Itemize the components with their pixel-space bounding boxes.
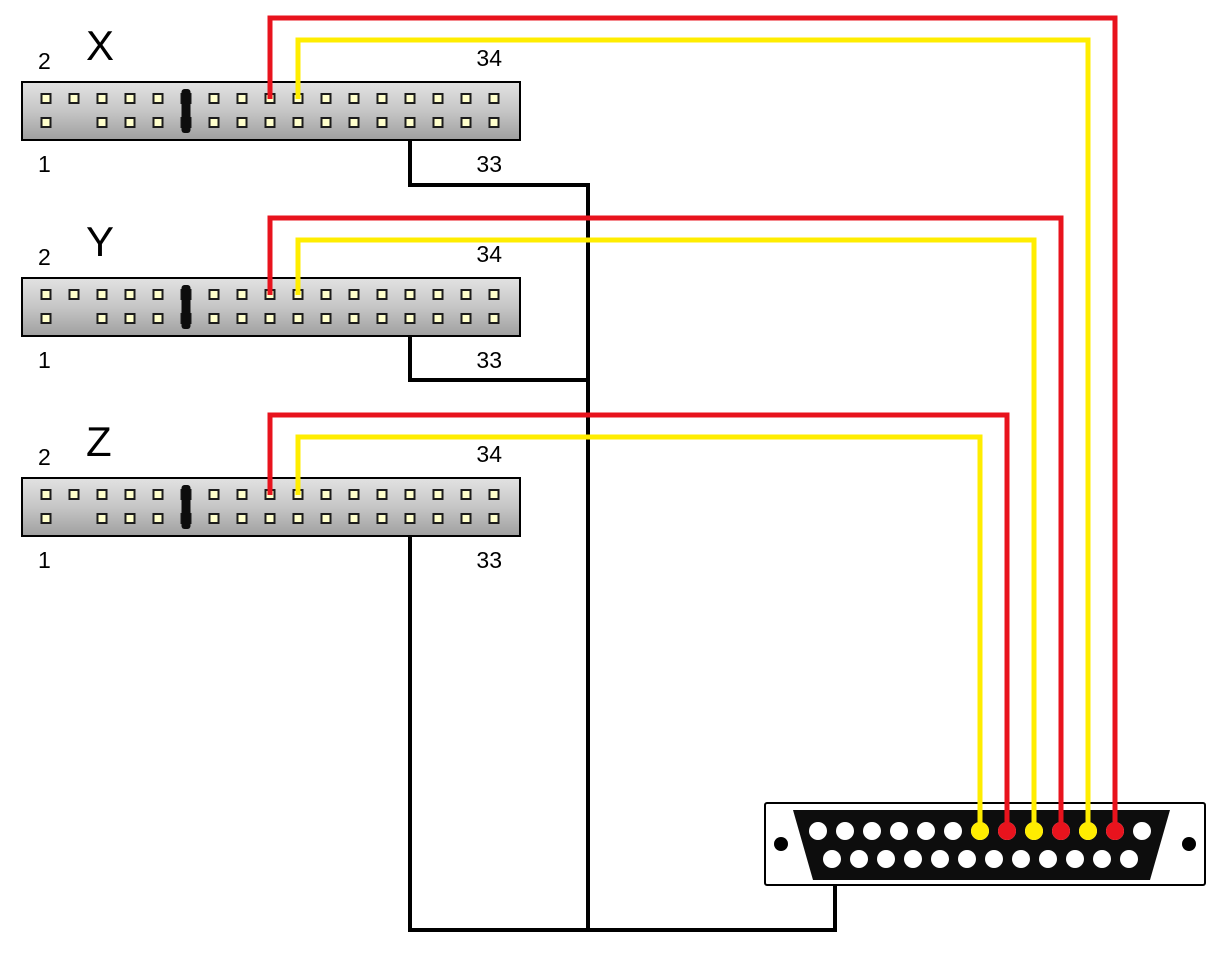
db25-pin xyxy=(985,850,1003,868)
wire-x-yellow xyxy=(295,37,1091,831)
db25-pin xyxy=(1120,850,1138,868)
connector-x-pin33-label: 33 xyxy=(476,151,502,177)
db25-pin xyxy=(1066,850,1084,868)
connector-z-label: Z xyxy=(86,418,112,465)
connector-z-pin2-label: 2 xyxy=(38,444,51,470)
connector-y-pin34-label: 34 xyxy=(476,241,502,267)
ground-wires xyxy=(408,123,837,932)
db25-pin xyxy=(931,850,949,868)
connector-y-pin33-label: 33 xyxy=(476,347,502,373)
db25-pin xyxy=(809,822,827,840)
db25-pin xyxy=(1093,850,1111,868)
terminal-x-red xyxy=(1106,822,1124,840)
connector-z-pin1-label: 1 xyxy=(38,547,51,573)
db25-pin xyxy=(904,850,922,868)
wire-x-black xyxy=(408,123,590,930)
connector-y-pin2-label: 2 xyxy=(38,244,51,270)
signal-wires xyxy=(267,15,1118,831)
connector-z: Z 2 34 1 33 xyxy=(21,418,521,573)
db25-pin xyxy=(850,850,868,868)
terminal-z-yellow xyxy=(971,822,989,840)
wire-y-black xyxy=(408,319,588,382)
connector-y-label: Y xyxy=(86,218,114,265)
db25-pin xyxy=(823,850,841,868)
db25-pin xyxy=(958,850,976,868)
connector-x-pin2-label: 2 xyxy=(38,48,51,74)
wire-terminals xyxy=(971,822,1124,840)
connector-z-pin34-label: 34 xyxy=(476,441,502,467)
db25-connector xyxy=(764,802,1206,886)
db25-pin xyxy=(836,822,854,840)
connector-y: Y 2 34 1 33 xyxy=(21,218,521,373)
wire-z-yellow xyxy=(295,434,983,831)
terminal-x-yellow xyxy=(1079,822,1097,840)
connector-x-label: X xyxy=(86,22,114,69)
db25-pin xyxy=(1012,850,1030,868)
wire-y-red xyxy=(267,215,1064,831)
db25-pin xyxy=(890,822,908,840)
db25-screw-hole-right xyxy=(1182,837,1196,851)
connector-x: X 2 34 1 33 xyxy=(21,22,521,177)
db25-pin xyxy=(1039,850,1057,868)
db25-pin xyxy=(917,822,935,840)
db25-pin xyxy=(944,822,962,840)
db25-pin xyxy=(877,850,895,868)
db25-screw-hole-left xyxy=(774,837,788,851)
db25-pin xyxy=(863,822,881,840)
connector-x-pin1-label: 1 xyxy=(38,151,51,177)
terminal-z-red xyxy=(998,822,1016,840)
wire-x-red xyxy=(267,15,1118,831)
wire-z-red xyxy=(267,412,1010,831)
terminal-y-yellow xyxy=(1025,822,1043,840)
connector-x-pin34-label: 34 xyxy=(476,45,502,71)
db25-pin-row-bottom xyxy=(823,850,1138,868)
connector-y-pin1-label: 1 xyxy=(38,347,51,373)
connector-z-pin33-label: 33 xyxy=(476,547,502,573)
db25-pin xyxy=(1133,822,1151,840)
terminal-y-red xyxy=(1052,822,1070,840)
wire-y-yellow xyxy=(295,237,1037,831)
wire-z-black-and-ground-bus xyxy=(408,519,837,932)
